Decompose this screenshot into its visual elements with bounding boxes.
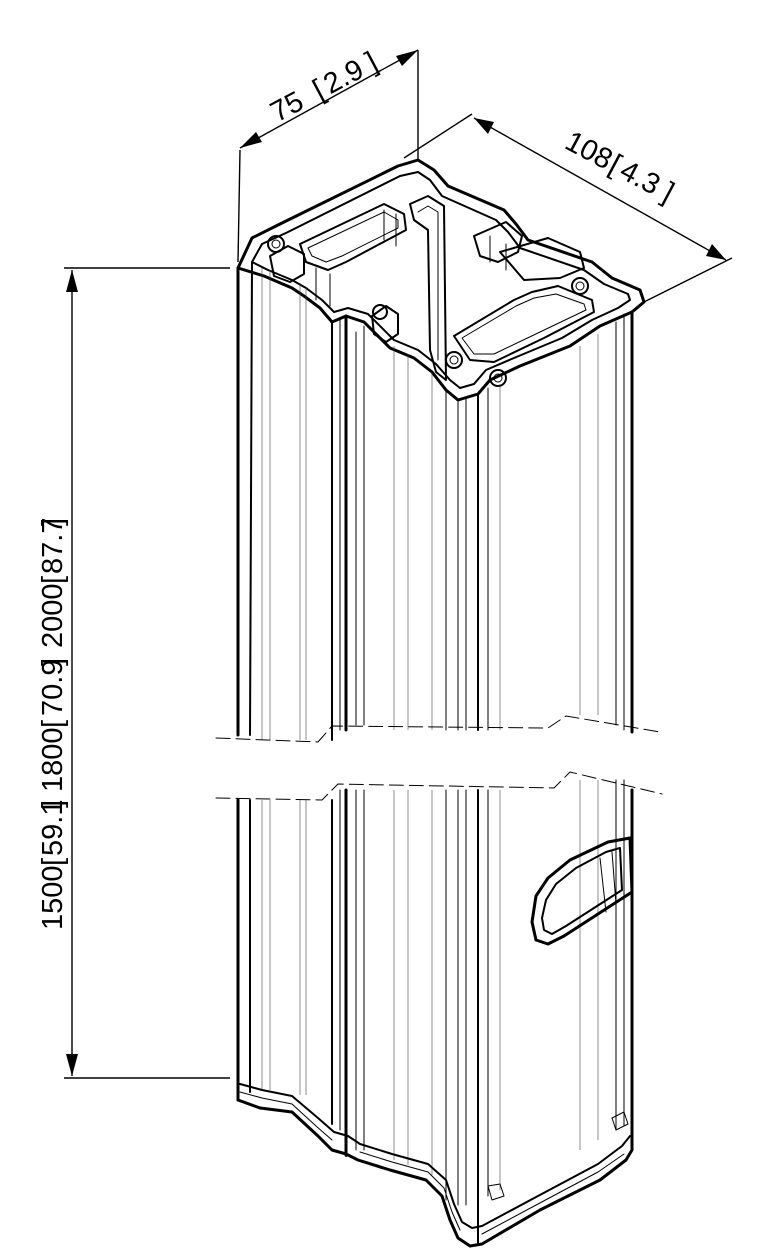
column-top-profile bbox=[236, 158, 646, 402]
break-line-upper bbox=[215, 715, 661, 743]
height-2000-bracket-close: ] bbox=[37, 518, 69, 526]
height-1800-bracket-close: ] bbox=[37, 658, 69, 666]
cable-slot bbox=[530, 836, 634, 946]
height-2000-bracket-open: [ bbox=[37, 576, 69, 584]
height-1500-bracket-open: [ bbox=[37, 858, 69, 866]
column-faces-lower bbox=[236, 779, 634, 1206]
dimension-height: 1500 [ 59.1 ] 1800 [ 70.9 ] 2000 [ 87.7 … bbox=[37, 267, 230, 1079]
height-1500-bracket-close: ] bbox=[37, 800, 69, 808]
cable-slot-outline bbox=[530, 836, 634, 946]
left-chamber bbox=[299, 203, 407, 271]
height-1800-bracket-open: [ bbox=[37, 720, 69, 728]
height-1800-alt: 70.9 bbox=[37, 660, 69, 716]
break-symbol bbox=[215, 715, 663, 801]
height-2000-value: 2000 bbox=[37, 583, 69, 648]
height-1500-alt: 59.1 bbox=[37, 800, 69, 856]
top-rim-inner bbox=[251, 171, 631, 389]
center-web bbox=[409, 195, 447, 381]
bottom-outline bbox=[236, 1098, 634, 1248]
depth-alt-value: 2.9 bbox=[318, 53, 369, 100]
break-line-lower bbox=[215, 771, 663, 801]
height-1800-value: 1800 bbox=[37, 727, 69, 792]
column-faces-upper bbox=[236, 261, 634, 741]
depth-value: 75 bbox=[265, 85, 309, 128]
column-bottom bbox=[236, 1083, 634, 1248]
top-rim-outer bbox=[236, 158, 646, 402]
height-2000-alt: 87.7 bbox=[37, 518, 69, 574]
right-chamber bbox=[453, 285, 595, 363]
height-1500-value: 1500 bbox=[37, 865, 69, 930]
front-right-chamber bbox=[473, 221, 523, 263]
width-alt-value: 4.3 bbox=[615, 154, 666, 201]
